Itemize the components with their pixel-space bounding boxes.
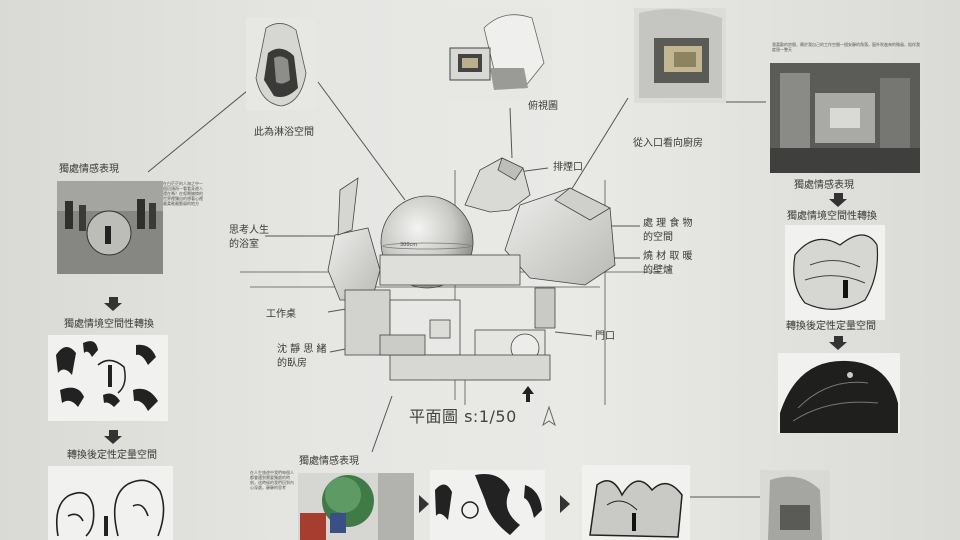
shower-space-label: 此為淋浴空間 (254, 127, 314, 138)
left-solitude-painting (57, 181, 163, 274)
workbench-label: 工作桌 (266, 309, 296, 320)
bottom-right-model-photo (760, 470, 830, 540)
solitary-right-label: 獨處情感表現 (794, 180, 854, 191)
bottom-description-text: 在人生旅途中我們每個人都會遇到需要獨處的時刻，這時候的我們回到內心深處，靜靜的思… (250, 470, 294, 490)
thinking-bath-label: 思考人生 的浴室 (229, 225, 269, 250)
bottom-quantified-sketch (582, 465, 690, 540)
right-arrow-icon (419, 495, 429, 513)
solitary-bottom-label: 獨處情感表現 (299, 456, 359, 467)
right-quantified-sketch (778, 353, 900, 433)
bottom-transform-sketch (430, 470, 545, 540)
left-transform-sketch (48, 335, 168, 421)
entry-arrow-icon (522, 386, 534, 402)
dimension-label: 300cm (400, 242, 417, 248)
right-arrow-icon (560, 495, 570, 513)
bird-eye-model-photo (444, 8, 552, 100)
down-arrow-icon (104, 303, 122, 311)
solitary-left-label: 獨處情感表現 (59, 164, 119, 175)
down-arrow-stem (109, 430, 118, 436)
bottom-solitude-painting (298, 473, 414, 540)
food-space-label: 處 理 食 物 的空間 (643, 218, 693, 243)
left-quantified-sketch (48, 466, 173, 540)
spatial-transform-right-label: 獨處情境空間性轉換 (787, 211, 877, 222)
quantified-right-label: 轉換後定性定量空間 (786, 321, 876, 332)
left-description-text: 在白茫茫的人海之中一個回頭再一看看身邊人還在嗎？在喧鬧擁擠的世界裡獨自的想著心裡… (163, 181, 203, 206)
floor-plan-drawing: 300cm (240, 157, 660, 405)
down-arrow-stem (109, 297, 118, 303)
down-arrow-icon (104, 436, 122, 444)
down-arrow-stem (834, 193, 843, 199)
kitchen-entrance-photo (634, 8, 726, 103)
shower-model-photo (246, 18, 316, 110)
kitchen-view-label: 從入口看向廚房 (633, 138, 703, 149)
calm-bed-label: 沈 靜 思 緒 的臥房 (277, 344, 327, 369)
spatial-transform-left-label: 獨處情境空間性轉換 (64, 319, 154, 330)
right-transform-sketch (785, 225, 885, 320)
right-description-text: 我喜歡的房間，屬於我自己的工作空間一個安靜的角落，窗外吹進來的微風，陪伴我度過一… (772, 42, 920, 52)
down-arrow-stem (834, 336, 843, 342)
right-room-sketch-photo (770, 63, 920, 173)
fuel-wall-label: 燒 材 取 暖 的壁爐 (643, 251, 693, 276)
quantified-left-label: 轉換後定性定量空間 (67, 450, 157, 461)
exhaust-label: 排煙口 (553, 162, 583, 173)
north-arrow-icon (542, 405, 556, 427)
floor-plan-title: 平面圖 s:1/50 (409, 407, 517, 426)
door-label: 門口 (595, 331, 615, 342)
down-arrow-icon (829, 342, 847, 350)
down-arrow-icon (829, 199, 847, 207)
bird-eye-label: 俯視圖 (528, 101, 558, 112)
